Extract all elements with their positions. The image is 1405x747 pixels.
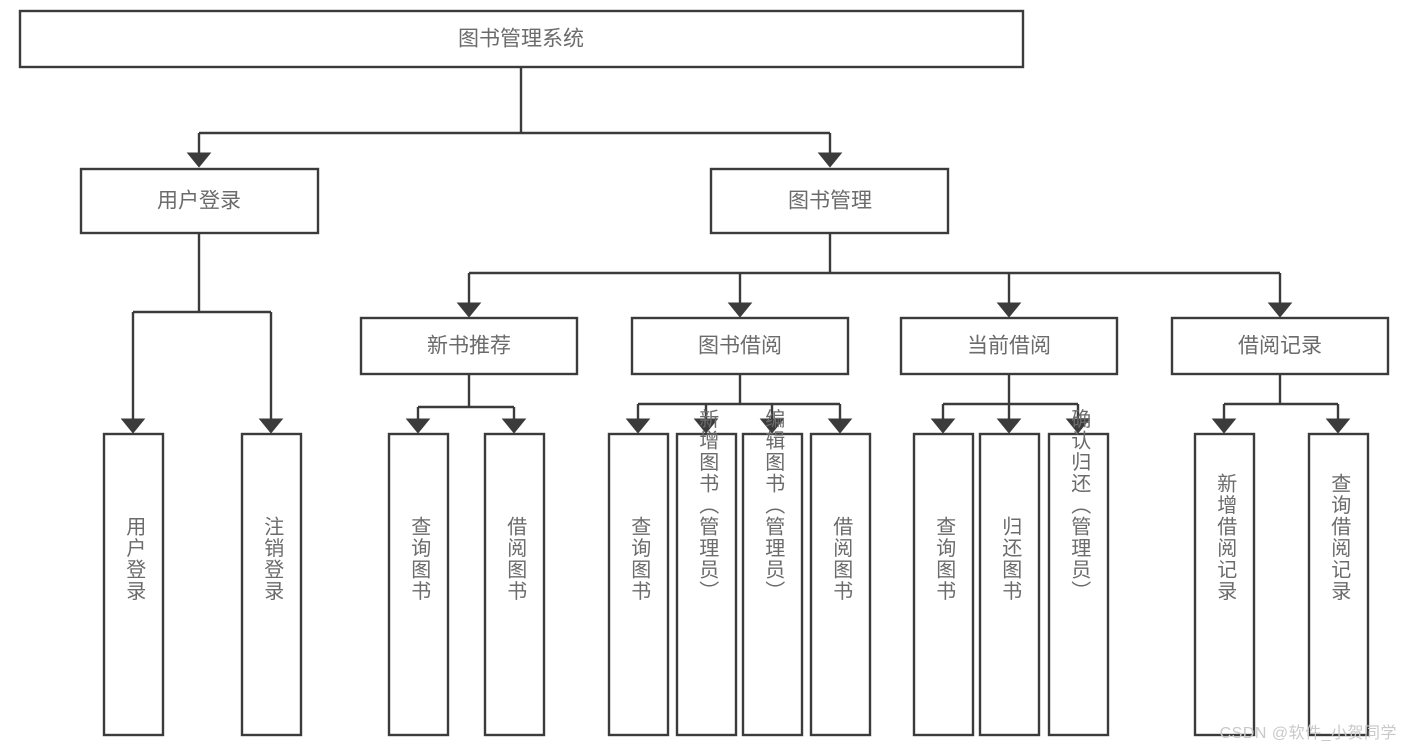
leaf-query-book-3-box[interactable] <box>912 432 975 737</box>
leaf-add-book[interactable]: 新增图书（管理员） <box>675 408 738 737</box>
leaf-query-record[interactable]: 查询借阅记录 <box>1307 432 1370 737</box>
leaf-query-book-2-label: 查询图书 <box>628 515 651 601</box>
leaf-borrow-book-1-label: 借阅图书 <box>504 515 527 601</box>
leaf-user-login-label: 用户登录 <box>123 516 146 602</box>
leaf-add-record[interactable]: 新增借阅记录 <box>1193 432 1256 737</box>
leaf-borrow-book-2[interactable]: 借阅图书 <box>809 432 872 737</box>
leaf-query-book-3[interactable]: 查询图书 <box>912 432 975 737</box>
node-book-manage[interactable]: 图书管理 <box>709 167 950 235</box>
leaf-query-book-2-box[interactable] <box>607 432 670 737</box>
leaf-query-book-2[interactable]: 查询图书 <box>607 432 670 737</box>
leaf-edit-book[interactable]: 编辑图书（管理员） <box>741 408 804 737</box>
leaf-return-book-box[interactable] <box>978 432 1041 737</box>
node-book-manage-box[interactable] <box>709 167 950 235</box>
leaf-user-logout[interactable]: 注销登录 <box>240 432 303 737</box>
node-new-book-rec-box[interactable] <box>359 316 579 376</box>
leaf-user-logout-label: 注销登录 <box>261 515 284 601</box>
node-new-book-rec-label: 新书推荐 <box>427 335 511 358</box>
node-new-book-rec[interactable]: 新书推荐 <box>359 316 579 376</box>
leaf-query-book-1[interactable]: 查询图书 <box>387 432 450 737</box>
node-book-borrow-label: 图书借阅 <box>698 335 782 358</box>
leaf-borrow-book-1-box[interactable] <box>483 432 546 737</box>
leaf-return-book-label: 归还图书 <box>999 515 1022 601</box>
node-borrow-record-label: 借阅记录 <box>1238 335 1322 358</box>
node-root-label: 图书管理系统 <box>458 28 584 51</box>
leaf-borrow-book-2-box[interactable] <box>809 432 872 737</box>
csdn-watermark: CSDN @软件_小贺同学 <box>1219 725 1397 742</box>
leaf-add-record-box[interactable] <box>1193 432 1256 737</box>
leaf-add-book-label: 新增图书（管理员） <box>696 408 719 602</box>
leaf-query-book-1-label: 查询图书 <box>408 515 431 601</box>
leaf-borrow-book-2-label: 借阅图书 <box>830 515 853 601</box>
leaf-query-record-box[interactable] <box>1307 432 1370 737</box>
leaf-borrow-book-1[interactable]: 借阅图书 <box>483 432 546 737</box>
leaf-user-logout-box[interactable] <box>240 432 303 737</box>
leaf-user-login-box[interactable] <box>102 432 165 737</box>
node-borrow-record[interactable]: 借阅记录 <box>1170 316 1390 376</box>
leaf-confirm-return-label: 确认归还（管理员） <box>1068 408 1091 602</box>
leaf-edit-book-box[interactable] <box>741 432 804 737</box>
leaf-confirm-return-box[interactable] <box>1047 432 1110 737</box>
leaf-confirm-return[interactable]: 确认归还（管理员） <box>1047 408 1110 737</box>
node-book-borrow-box[interactable] <box>630 316 850 376</box>
node-root[interactable]: 图书管理系统 <box>18 9 1025 69</box>
node-current-borrow-box[interactable] <box>899 316 1119 376</box>
edge-layer <box>120 67 1351 434</box>
node-user-login[interactable]: 用户登录 <box>79 167 320 235</box>
node-current-borrow-label: 当前借阅 <box>967 335 1051 358</box>
leaf-edit-book-label: 编辑图书（管理员） <box>762 408 785 602</box>
leaf-user-login[interactable]: 用户登录 <box>102 432 165 737</box>
leaf-return-book[interactable]: 归还图书 <box>978 432 1041 737</box>
node-user-login-label: 用户登录 <box>157 190 241 213</box>
node-current-borrow[interactable]: 当前借阅 <box>899 316 1119 376</box>
node-book-borrow[interactable]: 图书借阅 <box>630 316 850 376</box>
leaf-query-book-1-box[interactable] <box>387 432 450 737</box>
node-root-box[interactable] <box>18 9 1025 69</box>
node-user-login-box[interactable] <box>79 167 320 235</box>
leaf-query-book-3-label: 查询图书 <box>933 515 956 601</box>
leaf-add-book-box[interactable] <box>675 432 738 737</box>
node-borrow-record-box[interactable] <box>1170 316 1390 376</box>
leaf-add-record-label: 新增借阅记录 <box>1214 472 1237 601</box>
leaf-query-record-label: 查询借阅记录 <box>1328 472 1351 601</box>
node-book-manage-label: 图书管理 <box>788 190 872 213</box>
